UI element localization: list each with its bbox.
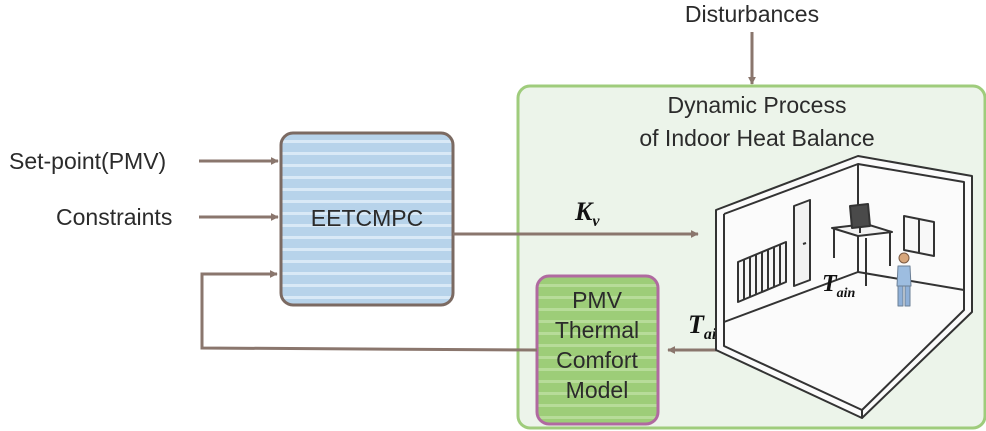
radiator-icon — [737, 241, 787, 303]
tain-room-label: Tain — [822, 271, 856, 301]
constraints-label: Constraints — [56, 204, 172, 230]
kv-sub: v — [592, 213, 600, 230]
kv-signal-label: Kv — [574, 197, 600, 230]
tain-room-main: T — [822, 271, 838, 297]
pmv-line1: PMV — [572, 287, 623, 313]
door-icon — [793, 199, 811, 287]
process-title-line1: Dynamic Process — [668, 92, 847, 118]
monitor-icon — [849, 203, 871, 233]
pmv-line4: Model — [566, 377, 629, 403]
tain-room-sub: ain — [837, 286, 856, 301]
disturbances-label: Disturbances — [685, 1, 819, 27]
setpoint-label: Set-point(PMV) — [9, 148, 166, 174]
kv-main: K — [574, 197, 594, 226]
process-title-line2: of Indoor Heat Balance — [639, 125, 874, 151]
pmv-line3: Comfort — [556, 347, 638, 373]
tain-feedback-main: T — [688, 310, 705, 339]
room-illustration-icon — [715, 155, 973, 419]
pmv-line2: Thermal — [555, 317, 639, 343]
window-icon — [903, 215, 935, 257]
controller-label: EETCMPC — [311, 205, 423, 231]
controller-box — [279, 131, 455, 307]
feedback-line — [200, 270, 538, 352]
person-icon — [896, 252, 912, 307]
